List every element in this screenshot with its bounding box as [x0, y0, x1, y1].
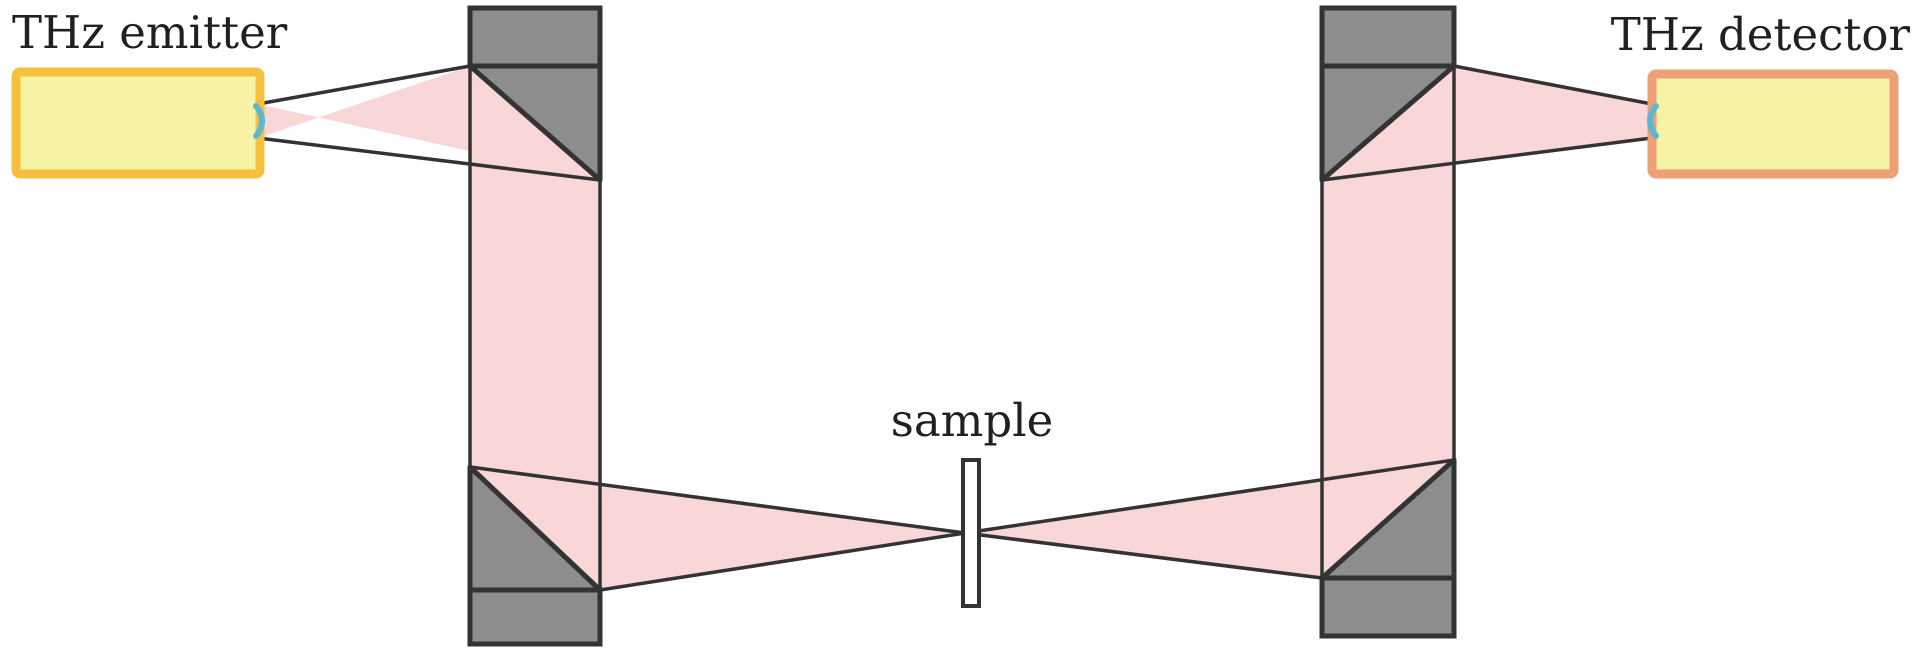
mirror-top-left	[467, 5, 603, 183]
mirror-bottom-right	[1319, 457, 1457, 639]
mirror-bottom-left	[467, 464, 603, 647]
beam-collimated-right	[1322, 66, 1454, 578]
mirror-top-right	[1319, 5, 1457, 183]
beam-mirror-to-detector	[1322, 66, 1652, 180]
thz-emitter	[11, 67, 265, 179]
sample-label: sample	[890, 394, 1054, 447]
thz-detector	[1647, 69, 1899, 179]
sample-slab	[961, 458, 981, 608]
emitter-label: THz emitter	[12, 6, 288, 59]
beam-collimated-left	[470, 66, 600, 590]
thz-beam-path	[258, 66, 1652, 590]
beam-focus-to-sample	[470, 467, 965, 590]
beam-rays	[257, 64, 1653, 592]
detector-label: THz detector	[1610, 8, 1910, 61]
